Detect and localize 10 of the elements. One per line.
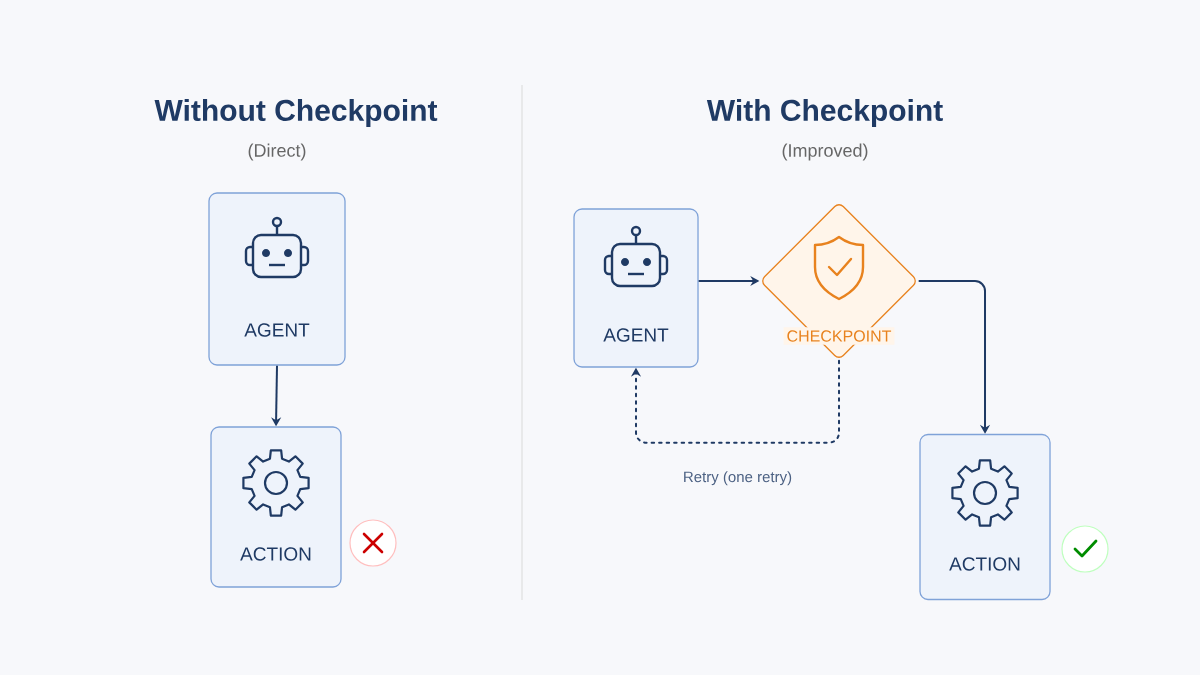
heading: Without Checkpoint	[154, 99, 438, 127]
heading: With Checkpoint	[706, 99, 943, 127]
subheading: (Improved)	[782, 143, 868, 161]
action-box: ACTION	[210, 426, 342, 588]
dashed-arrow	[630, 359, 840, 444]
agent-box: AGENT	[573, 208, 699, 368]
agent-box: AGENT	[208, 192, 346, 366]
action-box: ACTION	[919, 433, 1051, 601]
subheading: (Direct)	[248, 143, 306, 161]
arrow	[917, 280, 991, 434]
